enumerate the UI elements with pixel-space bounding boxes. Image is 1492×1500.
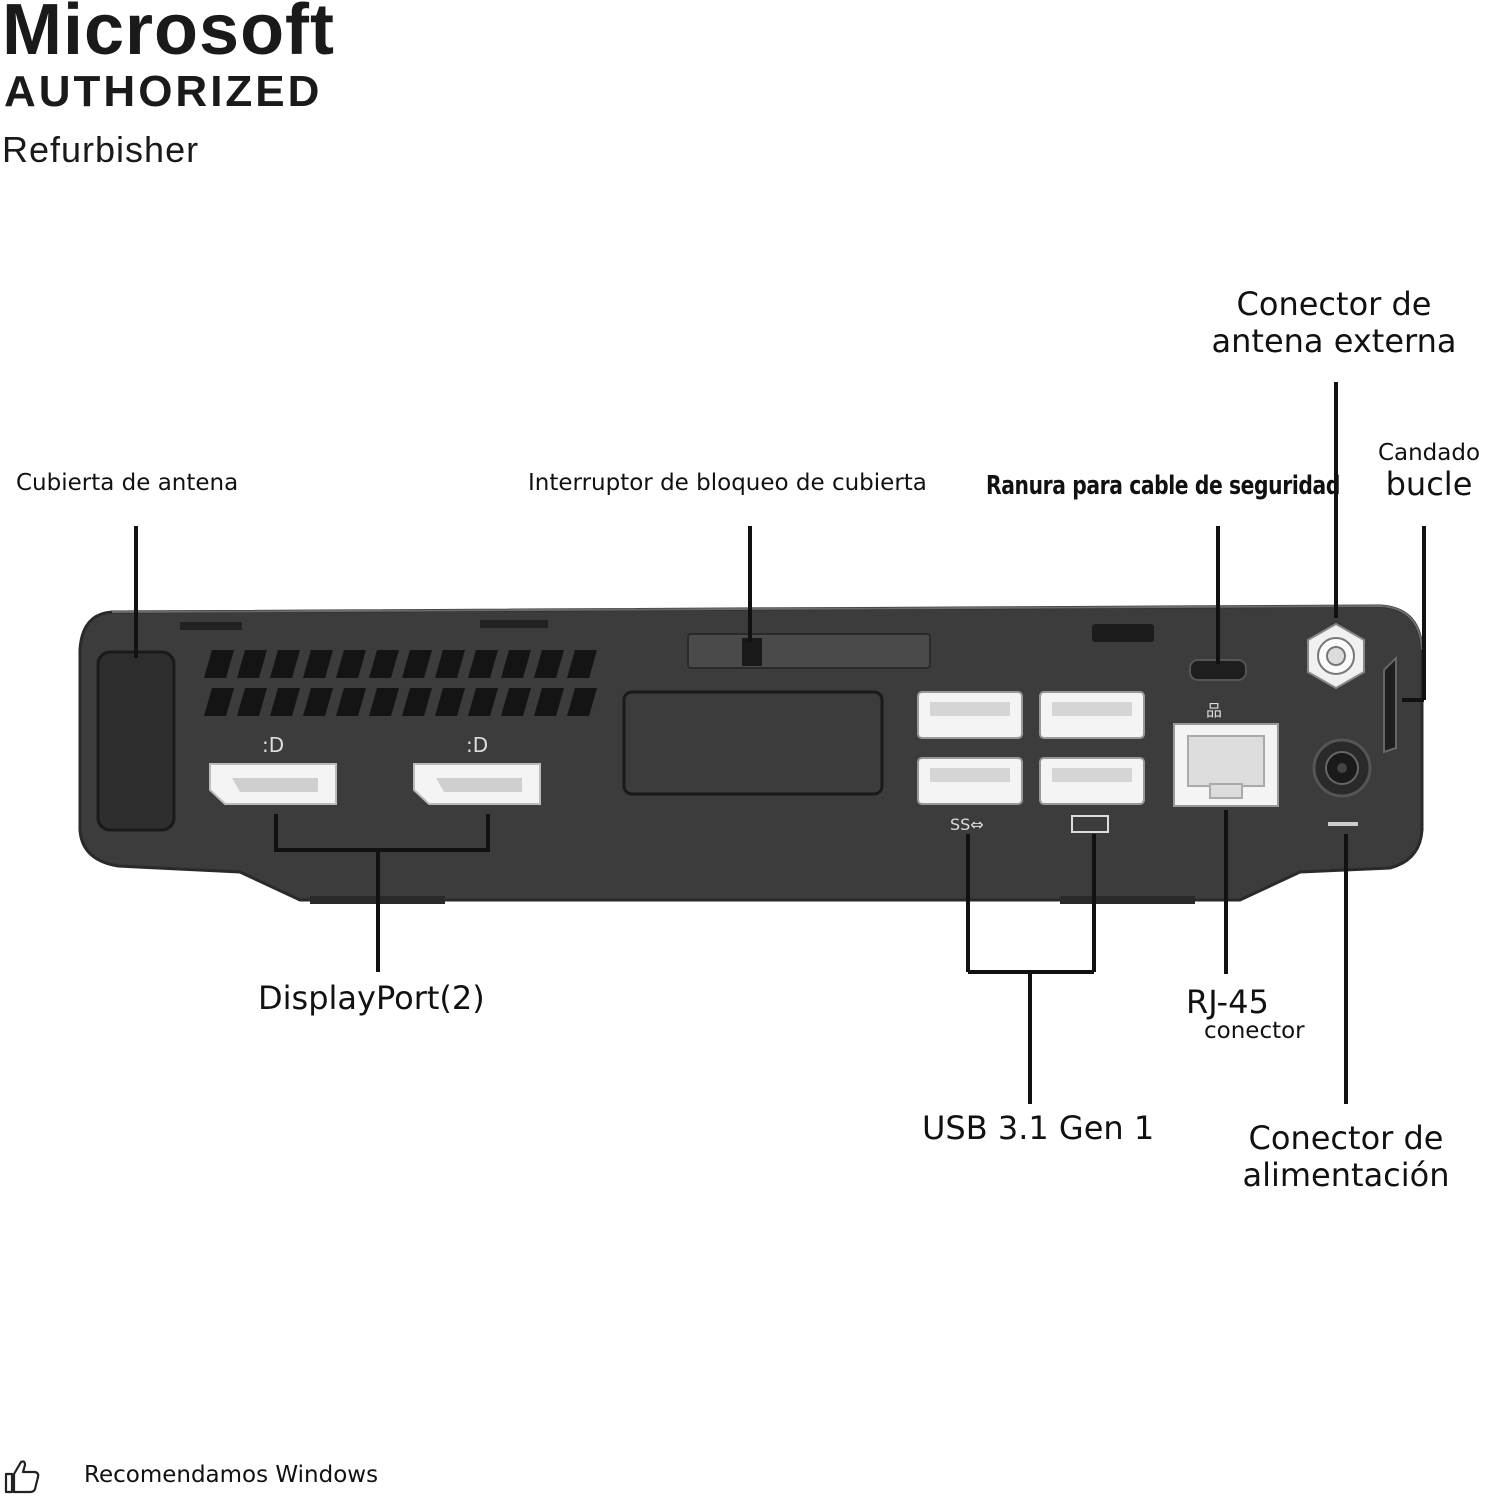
vent-slot — [237, 650, 267, 678]
power-connector — [1312, 738, 1372, 826]
vent-slot — [237, 688, 267, 716]
label-external-antenna-line2: antena externa — [1211, 321, 1457, 360]
padlock-loop — [1383, 655, 1397, 754]
blank-panel — [622, 690, 884, 796]
label-padlock-line2: bucle — [1385, 465, 1473, 504]
antenna-cover — [96, 650, 176, 832]
footer-text: Recomendamos Windows — [84, 1462, 379, 1488]
external-antenna-connector — [1307, 622, 1365, 690]
svg-text:品: 品 — [1206, 701, 1222, 720]
vent-slot — [336, 650, 366, 678]
label-displayport: DisplayPort(2) — [258, 979, 485, 1017]
callout-lines — [134, 382, 1426, 1104]
vent-slot — [435, 688, 465, 716]
label-security-slot: Ranura para cable de seguridad — [986, 471, 1340, 501]
vent-slot — [435, 650, 465, 678]
label-power-line2: alimentación — [1242, 1155, 1450, 1194]
vent-slot — [402, 688, 432, 716]
logo-brand-text: Microsoft — [2, 0, 335, 70]
svg-text::D: :D — [466, 733, 488, 757]
vent-slot — [204, 688, 234, 716]
vent-slot — [204, 650, 234, 678]
vent-slot — [303, 688, 333, 716]
vent-grille — [204, 650, 597, 716]
cover-lock-switch — [687, 633, 931, 669]
svg-text::D: :D — [262, 733, 284, 757]
vent-slot — [369, 688, 399, 716]
label-external-antenna: Conector de antena externa — [1196, 286, 1472, 360]
vent-slot — [468, 688, 498, 716]
label-antenna-cover: Cubierta de antena — [16, 470, 239, 496]
vent-slot — [567, 688, 597, 716]
displayport-ports: :D :D — [209, 733, 541, 805]
label-padlock-line1: Candado — [1377, 440, 1481, 466]
vent-slot — [402, 650, 432, 678]
label-rj45-line2: conector — [1204, 1018, 1305, 1044]
vent-slot — [534, 688, 564, 716]
label-power-line1: Conector de — [1248, 1119, 1444, 1157]
label-usb: USB 3.1 Gen 1 — [922, 1109, 1155, 1147]
logo-authorized-text: AUTHORIZED — [4, 67, 323, 116]
vent-slot — [369, 650, 399, 678]
vent-slot — [501, 650, 531, 678]
label-external-antenna-line1: Conector de — [1236, 285, 1432, 323]
label-cover-lock-switch: Interruptor de bloqueo de cubierta — [528, 470, 927, 496]
vent-slot — [468, 650, 498, 678]
label-padlock-loop: Candado bucle — [1368, 440, 1490, 503]
logo-refurbisher-text: Refurbisher — [2, 129, 200, 170]
svg-text:SS⇔: SS⇔ — [950, 815, 984, 834]
vent-slot — [303, 650, 333, 678]
usb-ports: SS⇔ — [917, 691, 1145, 834]
label-power-connector: Conector de alimentación — [1214, 1120, 1478, 1194]
vent-slot — [534, 650, 564, 678]
label-rj45-line1: RJ-45 — [1186, 983, 1269, 1021]
thumbs-up-icon — [4, 1460, 40, 1494]
rj45-port: 品 — [1173, 701, 1279, 807]
vent-slot — [501, 688, 531, 716]
vent-slot — [270, 688, 300, 716]
vent-slot — [336, 688, 366, 716]
vent-slot — [270, 650, 300, 678]
vent-slot — [567, 650, 597, 678]
